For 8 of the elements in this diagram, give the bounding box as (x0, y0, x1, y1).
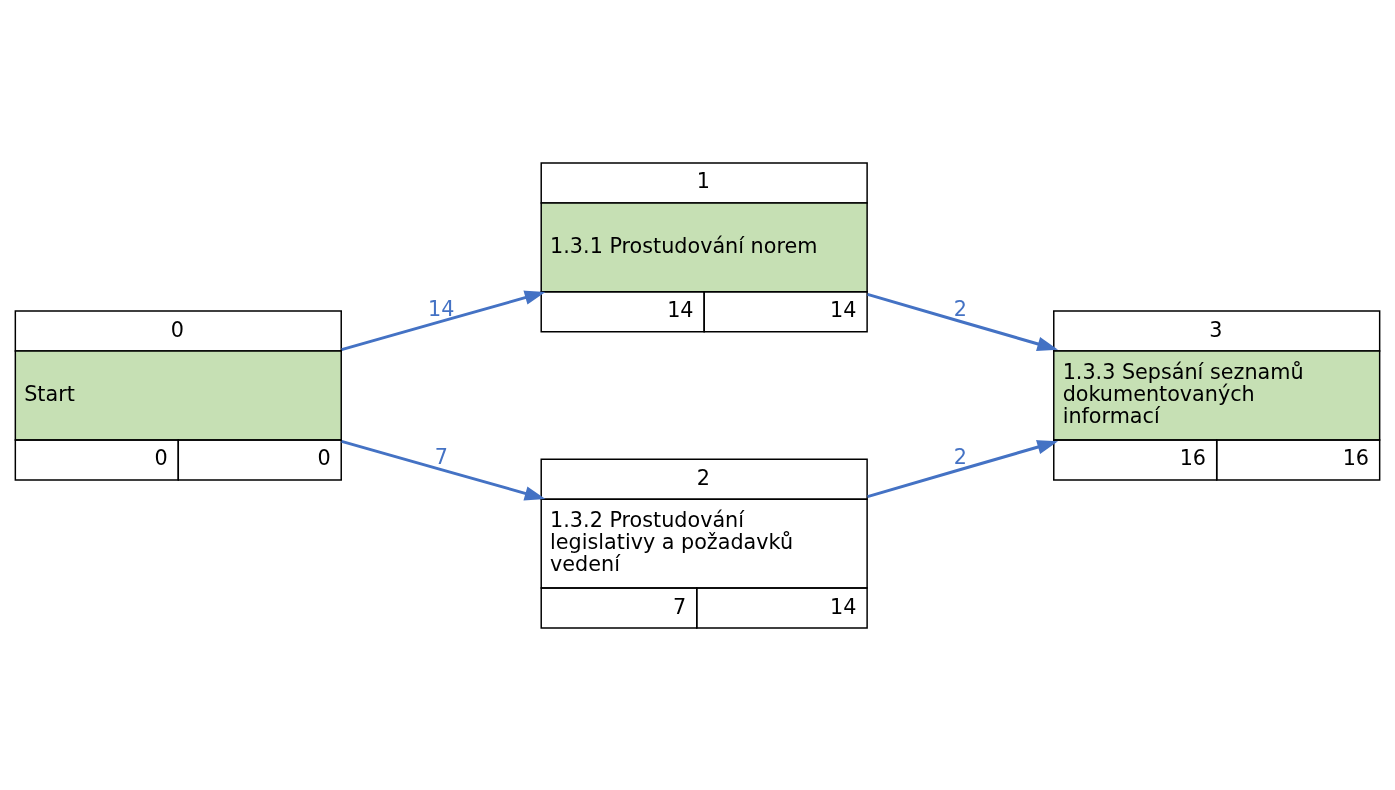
arrow (867, 292, 1059, 351)
edge-label: 7 (434, 444, 448, 469)
edge-label: 14 (428, 296, 455, 321)
arrow (867, 439, 1059, 498)
edge-label: 2 (953, 296, 968, 321)
arrow (341, 290, 546, 351)
edge-label: 2 (953, 444, 968, 469)
arrow (341, 439, 546, 500)
